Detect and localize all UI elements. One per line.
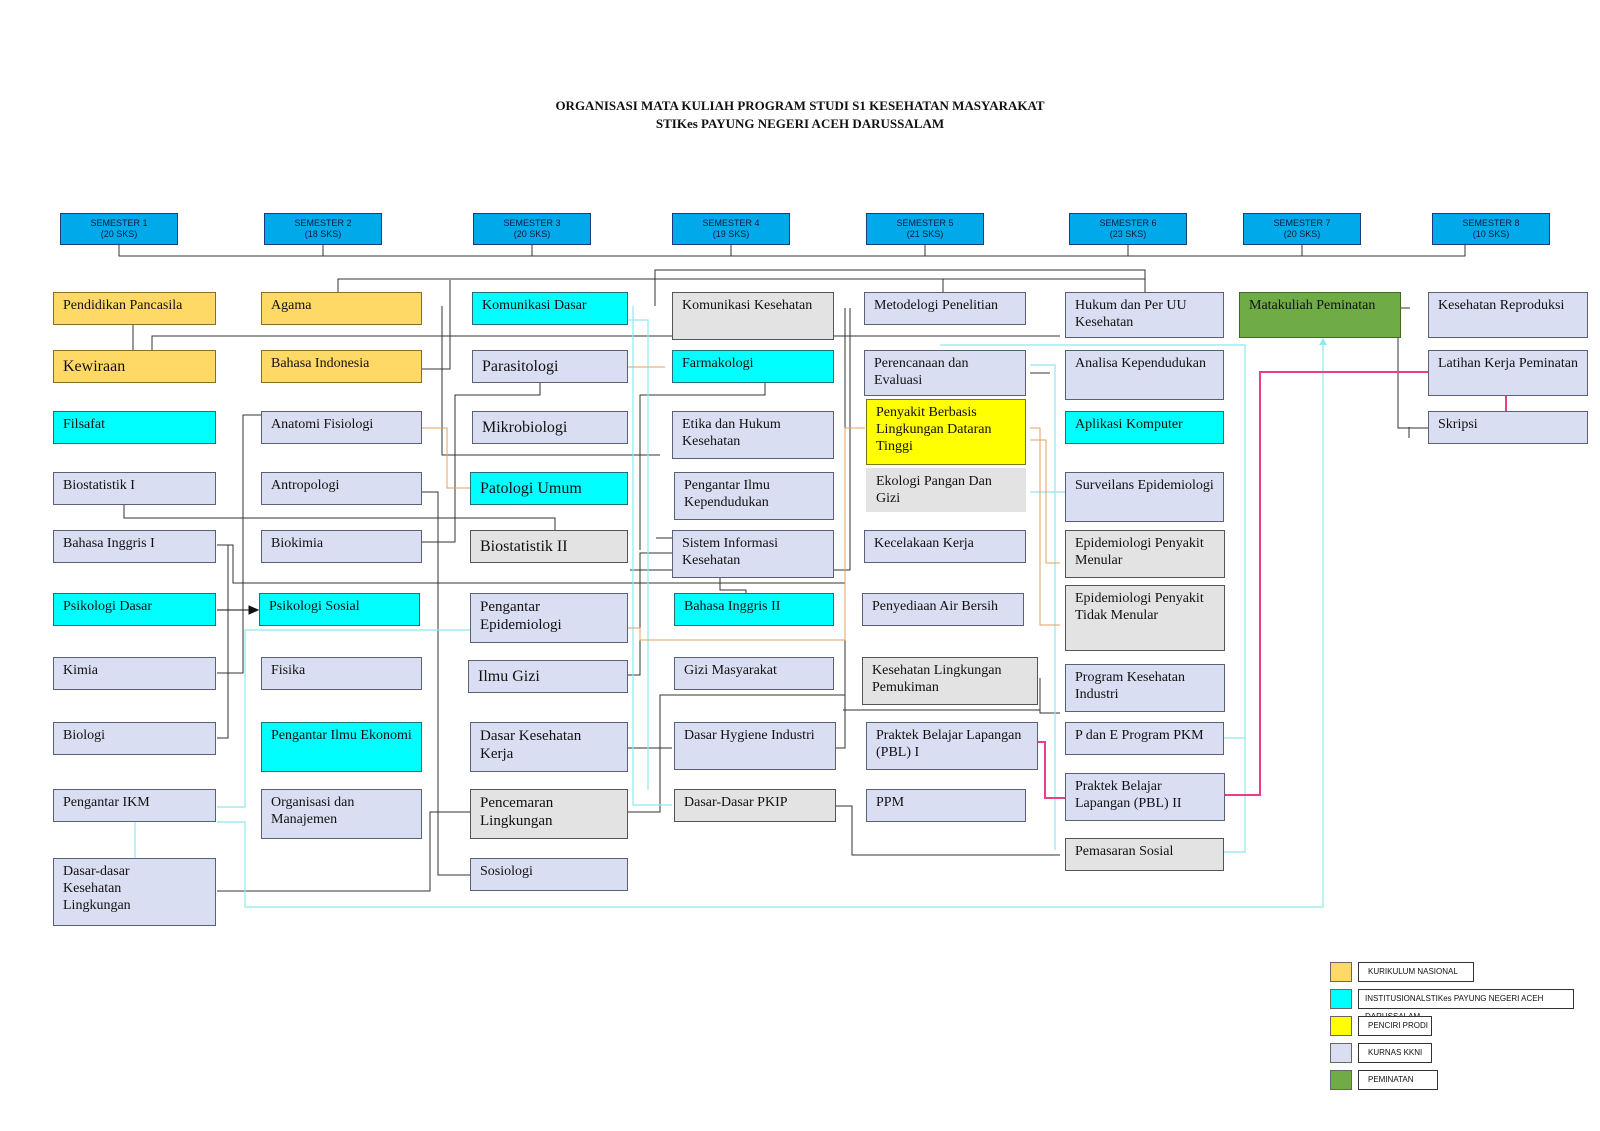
course-box: Kesehatan Reproduksi — [1428, 292, 1588, 338]
legend-label: KURNAS KKNI — [1358, 1043, 1432, 1063]
course-box: Bahasa Inggris I — [53, 530, 216, 563]
legend-swatch-institusional — [1330, 989, 1352, 1009]
course-box: Filsafat — [53, 411, 216, 444]
course-box: Bahasa Indonesia — [261, 350, 422, 383]
semester-2-header: SEMESTER 2(18 SKS) — [264, 213, 382, 245]
course-box: Organisasi dan Manajemen — [261, 789, 422, 839]
course-box: Program Kesehatan Industri — [1065, 664, 1225, 712]
semester-4-header: SEMESTER 4(19 SKS) — [672, 213, 790, 245]
course-box: Dasar-dasar Kesehatan Lingkungan — [53, 858, 216, 926]
course-box: Hukum dan Per UU Kesehatan — [1065, 292, 1224, 338]
semester-5-header: SEMESTER 5(21 SKS) — [866, 213, 984, 245]
course-box: Perencanaan dan Evaluasi — [864, 350, 1026, 396]
course-box: Latihan Kerja Peminatan — [1428, 350, 1588, 396]
course-box: Komunikasi Kesehatan — [672, 292, 834, 340]
legend-label: PENCIRI PRODI — [1358, 1016, 1432, 1036]
course-box: Psikologi Sosial — [259, 593, 420, 626]
semester-3-header: SEMESTER 3(20 SKS) — [473, 213, 591, 245]
course-box: Pengantar Epidemiologi — [470, 593, 628, 643]
course-box: PPM — [866, 789, 1026, 822]
course-box: Komunikasi Dasar — [472, 292, 628, 325]
course-box: Epidemiologi Penyakit Menular — [1065, 530, 1225, 578]
semester-7-header: SEMESTER 7(20 SKS) — [1243, 213, 1361, 245]
semester-1-header: SEMESTER 1(20 SKS) — [60, 213, 178, 245]
course-box: Etika dan Hukum Kesehatan — [672, 411, 834, 459]
course-box: Matakuliah Peminatan — [1239, 292, 1401, 338]
course-box: Kesehatan Lingkungan Pemukiman — [862, 657, 1038, 705]
course-box: Psikologi Dasar — [53, 593, 216, 626]
course-box: Patologi Umum — [470, 472, 628, 505]
course-box: Metodelogi Penelitian — [864, 292, 1026, 325]
course-box: Anatomi Fisiologi — [261, 411, 422, 444]
course-box: Sistem Informasi Kesehatan — [672, 530, 834, 578]
course-box: Mikrobiologi — [472, 411, 628, 444]
course-box: Pengantar Ilmu Ekonomi — [261, 722, 422, 772]
diagram-subtitle: STIKes PAYUNG NEGERI ACEH DARUSSALAM — [655, 116, 945, 131]
legend-label: KURIKULUM NASIONAL — [1358, 962, 1474, 982]
diagram-title: ORGANISASI MATA KULIAH PROGRAM STUDI S1 … — [555, 98, 1045, 113]
course-box: Agama — [261, 292, 422, 325]
course-box: Gizi Masyarakat — [674, 657, 834, 690]
course-box: Sosiologi — [470, 858, 628, 891]
legend-label: INSTITUSIONALSTIKes PAYUNG NEGERI ACEH D… — [1358, 989, 1574, 1021]
course-box: Pengantar Ilmu Kependudukan — [674, 472, 834, 520]
course-box: Dasar Hygiene Industri — [674, 722, 836, 770]
course-box: Kewiraan — [53, 350, 216, 383]
course-box: Ilmu Gizi — [468, 660, 628, 693]
course-box: Kimia — [53, 657, 216, 690]
course-box: Dasar Kesehatan Kerja — [470, 722, 628, 772]
course-box: Fisika — [261, 657, 422, 690]
course-box: Skripsi — [1428, 411, 1588, 444]
course-box: Biokimia — [261, 530, 422, 563]
course-box: Kecelakaan Kerja — [864, 530, 1026, 563]
course-box: Farmakologi — [672, 350, 834, 383]
legend-swatch-penciri — [1330, 1016, 1352, 1036]
course-box: Ekologi Pangan Dan Gizi — [866, 468, 1026, 512]
course-box: Aplikasi Komputer — [1065, 411, 1224, 444]
course-box: Penyediaan Air Bersih — [862, 593, 1024, 626]
legend-swatch-kkni — [1330, 1043, 1352, 1063]
semester-8-header: SEMESTER 8(10 SKS) — [1432, 213, 1550, 245]
course-box: Biostatistik II — [470, 530, 628, 563]
semester-6-header: SEMESTER 6(23 SKS) — [1069, 213, 1187, 245]
course-box: Praktek Belajar Lapangan (PBL) II — [1065, 773, 1225, 821]
course-box: Penyakit Berbasis Lingkungan Dataran Tin… — [866, 399, 1026, 465]
course-box: Pendidikan Pancasila — [53, 292, 216, 325]
course-box: Pemasaran Sosial — [1065, 838, 1224, 871]
legend-label: PEMINATAN — [1358, 1070, 1438, 1090]
course-box: Parasitologi — [472, 350, 628, 383]
course-box: Surveilans Epidemiologi — [1065, 472, 1224, 522]
course-box: Pencemaran Lingkungan — [470, 789, 628, 839]
course-box: Biologi — [53, 722, 216, 755]
course-box: Epidemiologi Penyakit Tidak Menular — [1065, 585, 1225, 651]
course-box: Praktek Belajar Lapangan (PBL) I — [866, 722, 1038, 770]
legend-swatch-nasional — [1330, 962, 1352, 982]
course-box: Antropologi — [261, 472, 422, 505]
course-box: Biostatistik I — [53, 472, 216, 505]
course-box: P dan E Program PKM — [1065, 722, 1224, 755]
course-box: Dasar-Dasar PKIP — [674, 789, 836, 822]
course-box: Pengantar IKM — [53, 789, 216, 822]
course-box: Bahasa Inggris II — [674, 593, 834, 626]
course-box: Analisa Kependudukan — [1065, 350, 1224, 400]
legend-swatch-peminatan — [1330, 1070, 1352, 1090]
